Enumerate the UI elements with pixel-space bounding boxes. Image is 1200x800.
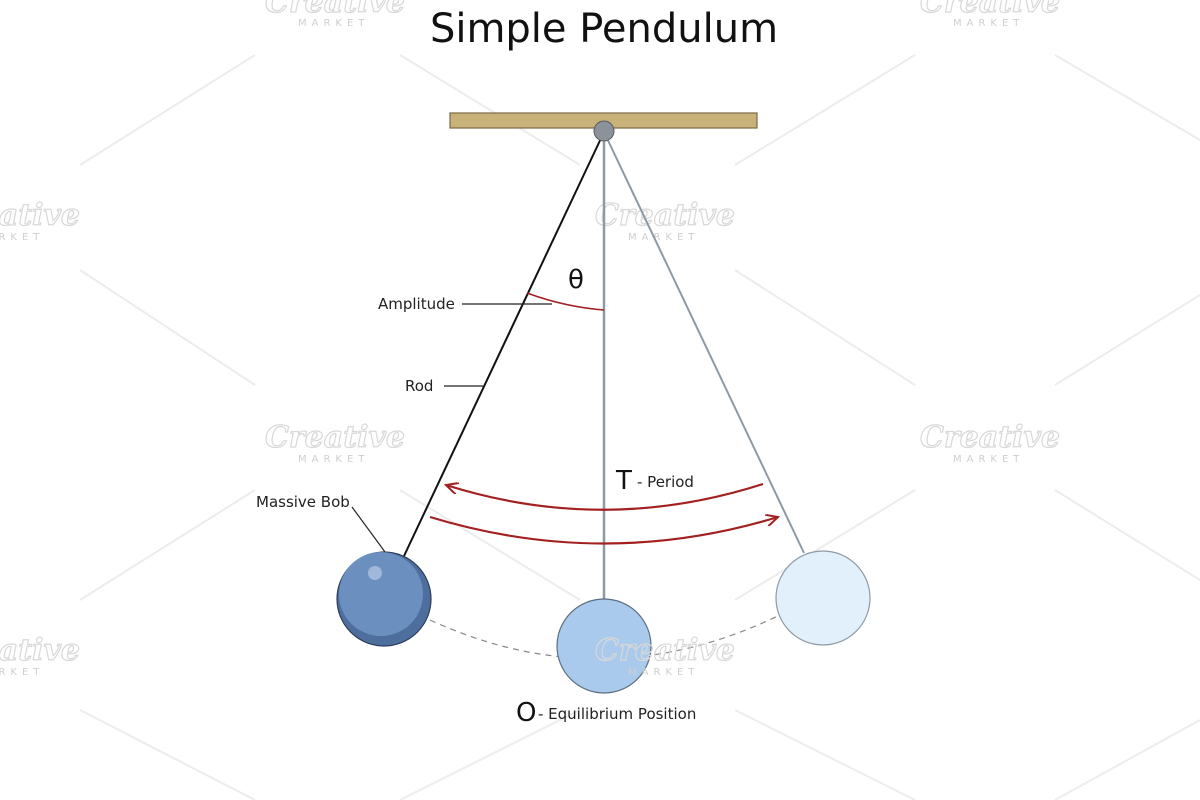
rod-label: Rod	[405, 377, 433, 395]
watermark-lines	[79, 54, 1200, 800]
period-label: - Period	[637, 473, 694, 491]
svg-text:MARKET: MARKET	[628, 667, 699, 678]
watermark-logo: Creative MARKET	[264, 0, 405, 29]
svg-text:Creative: Creative	[0, 633, 80, 668]
diagram-title: Simple Pendulum	[430, 6, 778, 52]
rod-left	[403, 131, 605, 557]
period-arrow-left	[446, 484, 764, 511]
svg-text:MARKET: MARKET	[953, 18, 1024, 29]
watermark-logo: Creative MARKET	[264, 419, 405, 465]
svg-text:MARKET: MARKET	[953, 454, 1024, 465]
angle-arc	[526, 292, 605, 311]
period-symbol: T	[615, 466, 632, 496]
bob-right	[775, 550, 871, 646]
amplitude-label: Amplitude	[378, 295, 455, 313]
watermark-logo: Creative MARKET	[594, 632, 735, 678]
equilibrium-label: - Equilibrium Position	[538, 705, 696, 723]
bob-center	[556, 598, 652, 694]
svg-text:MARKET: MARKET	[0, 667, 44, 678]
equilibrium-symbol: O	[516, 698, 536, 728]
svg-text:MARKET: MARKET	[628, 232, 699, 243]
svg-text:Creative: Creative	[265, 0, 405, 20]
theta-symbol: θ	[568, 265, 584, 295]
svg-text:MARKET: MARKET	[0, 232, 44, 243]
watermark-logo: Creative MARKET	[919, 419, 1060, 465]
bob-left	[336, 551, 432, 647]
svg-text:Creative: Creative	[920, 420, 1060, 455]
rod-right	[603, 131, 805, 554]
svg-text:Creative: Creative	[265, 420, 405, 455]
svg-text:MARKET: MARKET	[298, 454, 369, 465]
watermark-logo: Creative MARKET	[594, 197, 735, 243]
svg-text:Creative: Creative	[595, 198, 735, 233]
period-arrow-right	[429, 517, 778, 545]
massive-bob-label: Massive Bob	[256, 493, 350, 511]
watermark-logo: Creative MARKET	[0, 632, 81, 678]
watermark-logo: Creative MARKET	[919, 0, 1060, 29]
svg-text:Creative: Creative	[920, 0, 1060, 20]
massive-bob-pointer	[351, 506, 386, 553]
watermark-logo: Creative MARKET	[0, 197, 81, 243]
svg-text:Creative: Creative	[595, 633, 735, 668]
svg-text:MARKET: MARKET	[298, 18, 369, 29]
pivot	[593, 120, 615, 142]
svg-text:Creative: Creative	[0, 198, 80, 233]
